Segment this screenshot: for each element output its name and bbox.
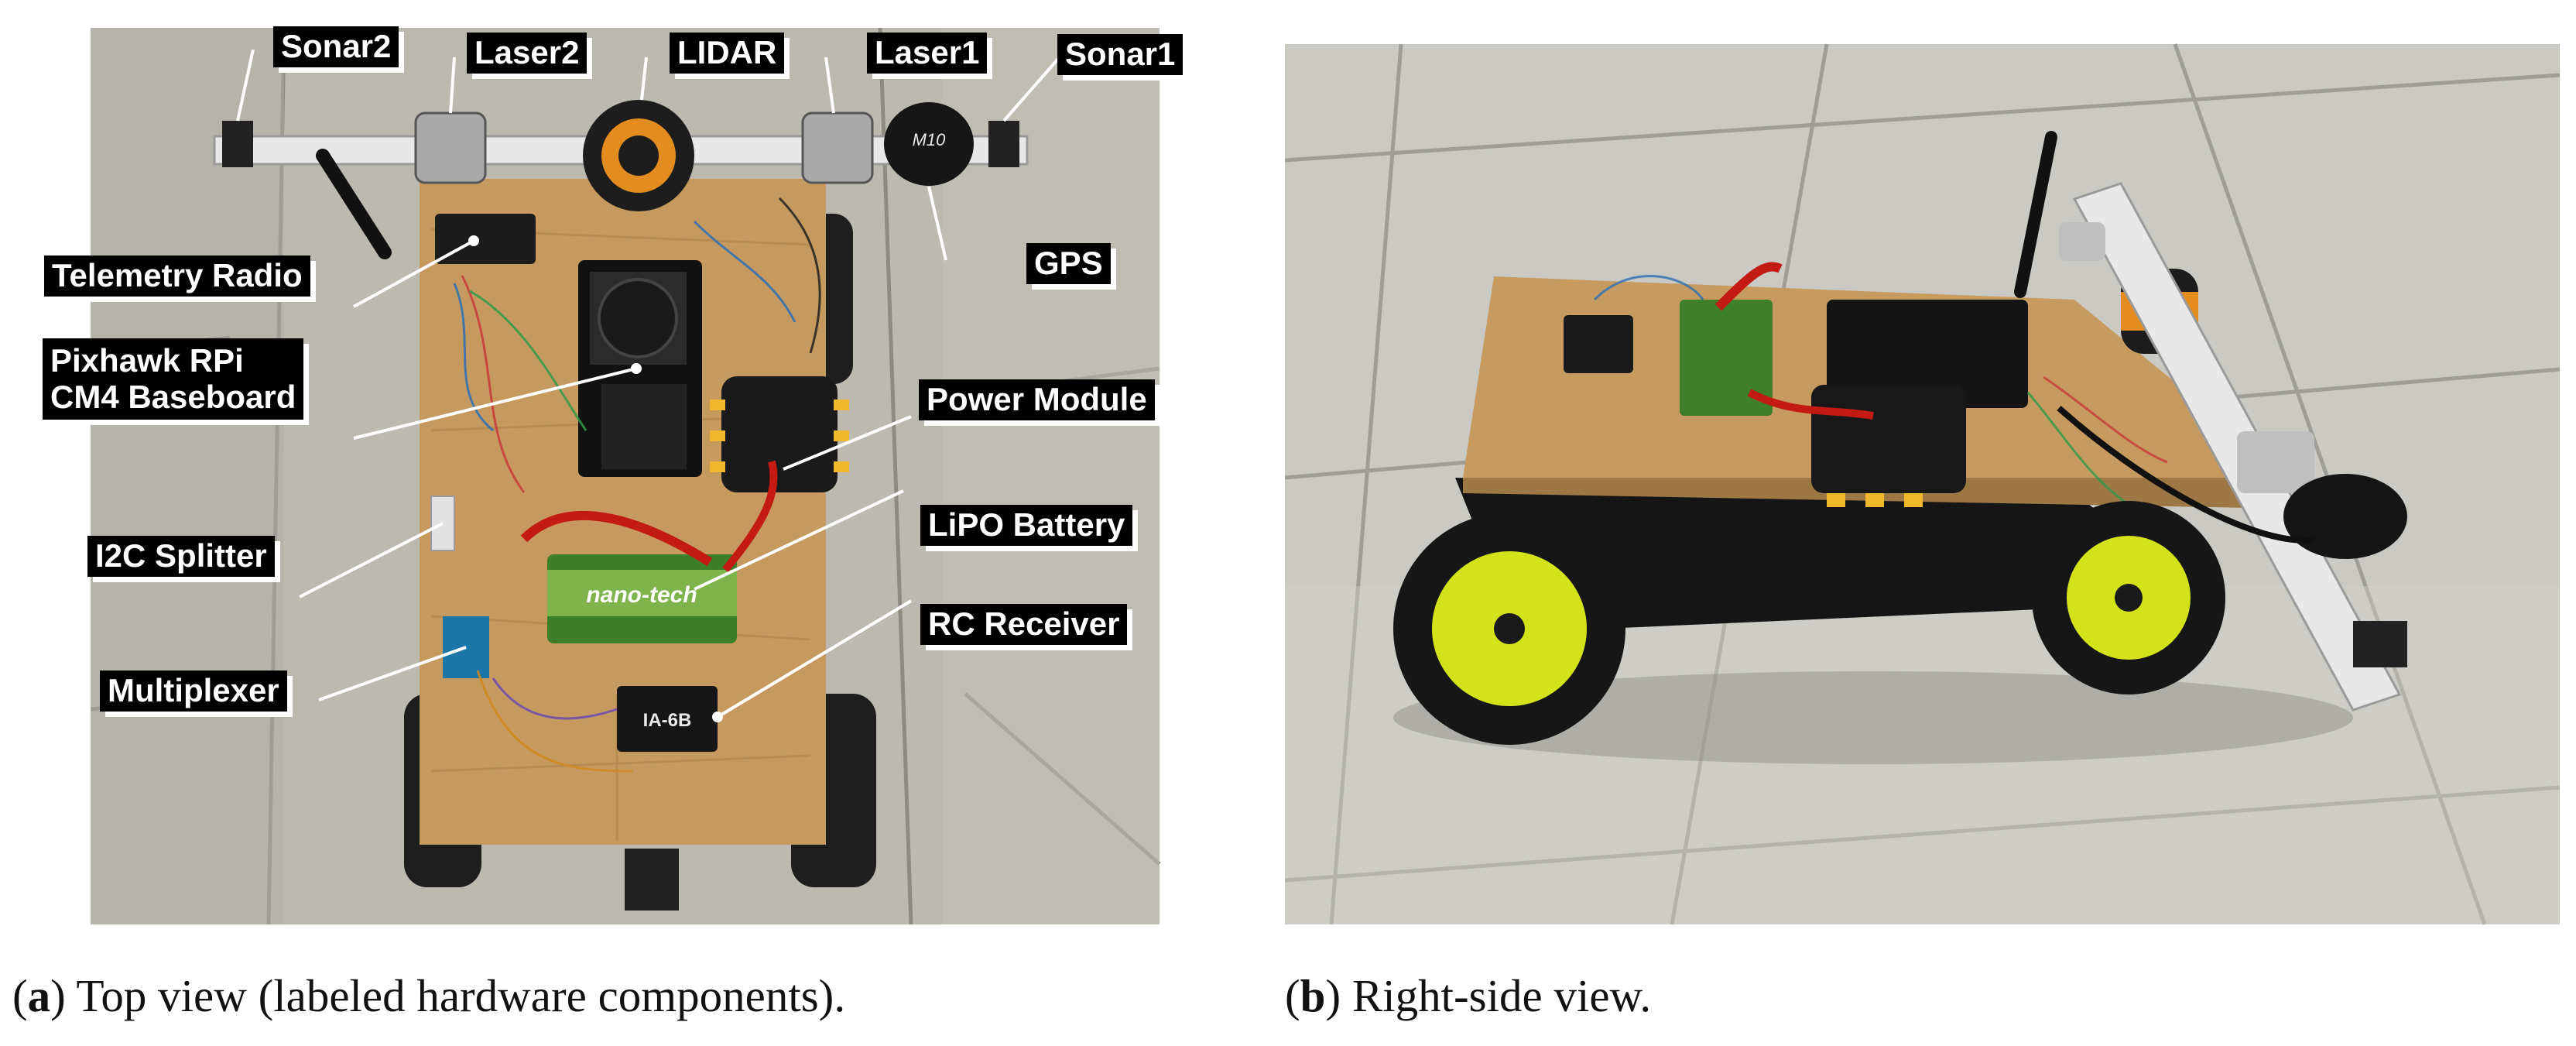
- telemetry-radio-device: [435, 214, 536, 264]
- receiver-model-text: IA-6B: [643, 710, 692, 731]
- label-pixhawk-line2: CM4 Baseboard: [50, 379, 296, 416]
- leader-lines: [236, 49, 1060, 718]
- wheels-side: [1393, 501, 2225, 745]
- laser2-device: [414, 111, 487, 184]
- side-view-drawing: [1284, 43, 2561, 925]
- rc-receiver-device: [617, 686, 718, 752]
- label-i2c-splitter: I2C Splitter: [87, 536, 275, 577]
- label-pixhawk-rpi: Pixhawk RPi CM4 Baseboard: [43, 338, 304, 420]
- power-module-device: [721, 376, 838, 492]
- caption-b-text: Right-side view.: [1351, 970, 1652, 1021]
- label-telemetry-radio: Telemetry Radio: [44, 255, 310, 297]
- label-laser2: Laser2: [467, 33, 587, 74]
- caption-b-letter: b: [1300, 970, 1326, 1021]
- receiver-side: [1564, 315, 1633, 373]
- label-power-module: Power Module: [919, 379, 1155, 420]
- label-lidar: LIDAR: [670, 33, 785, 74]
- label-sonar2: Sonar2: [273, 26, 399, 67]
- wiring: [453, 197, 821, 773]
- sonar1-device: [988, 121, 1019, 167]
- laser1-device: [801, 111, 874, 184]
- top-view-drawing: M10 nano-tech IA-6B: [90, 27, 1161, 925]
- chassis: [1455, 478, 2214, 633]
- label-laser1: Laser1: [867, 33, 988, 74]
- antenna-side: [2014, 131, 2057, 298]
- pixhawk-side: [1827, 300, 2028, 408]
- laser1-side: [2059, 222, 2105, 261]
- label-gps: GPS: [1026, 243, 1111, 284]
- label-pixhawk-line1: Pixhawk RPi: [50, 342, 244, 379]
- caption-a-text: Top view (labeled hardware components).: [76, 970, 846, 1021]
- antenna: [316, 149, 392, 259]
- label-rc-receiver: RC Receiver: [920, 604, 1128, 645]
- caption-a: (a) Top view (labeled hardware component…: [12, 970, 846, 1021]
- gps-side: [2283, 474, 2407, 559]
- caption-a-letter: a: [27, 970, 51, 1021]
- side-view-photo: [1284, 43, 2561, 925]
- battery-brand-text: nano-tech: [586, 582, 697, 608]
- sonar-side: [2353, 621, 2407, 667]
- power-module-side: [1811, 385, 1966, 493]
- caption-b: (b) Right-side view.: [1285, 970, 1652, 1021]
- label-sonar1: Sonar1: [1057, 34, 1184, 75]
- top-view-photo: M10 nano-tech IA-6B: [43, 26, 1184, 925]
- label-lipo-battery: LiPO Battery: [920, 505, 1133, 546]
- sonar2-device: [222, 121, 253, 167]
- label-multiplexer: Multiplexer: [100, 670, 287, 712]
- laser2-side: [2237, 431, 2314, 493]
- battery-side: [1680, 300, 1773, 416]
- gps-brand-text: M10: [913, 130, 947, 149]
- gps-device: [884, 102, 974, 186]
